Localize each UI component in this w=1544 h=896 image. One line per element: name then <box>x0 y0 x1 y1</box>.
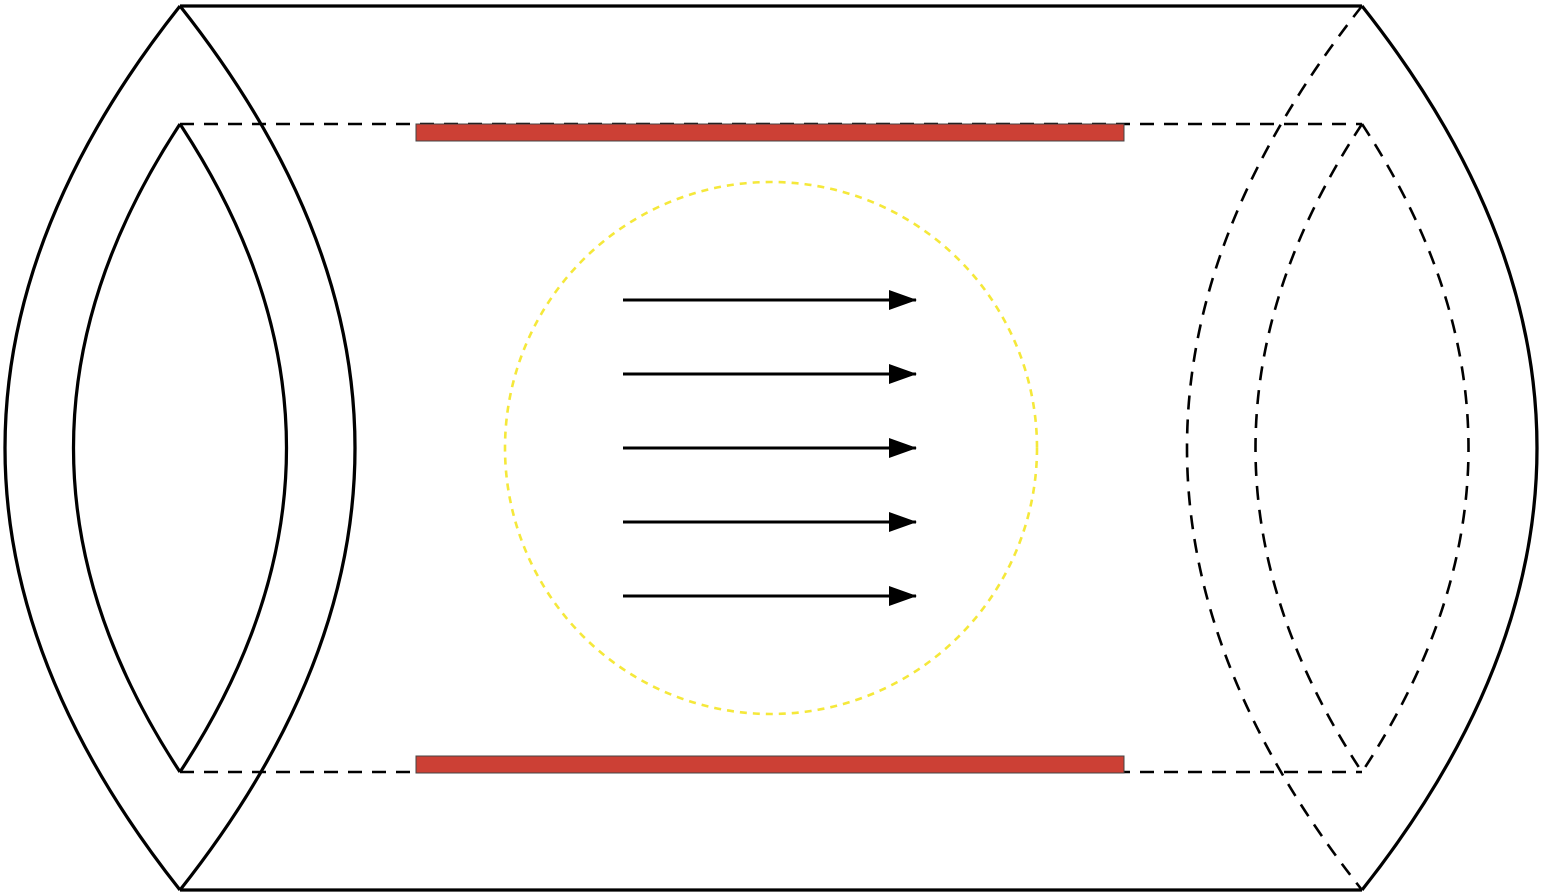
right-inner-lens-outer-arc <box>1254 123 1364 773</box>
right-inner-lens-inner-arc <box>1360 123 1470 773</box>
left-inner-lens-inner-arc <box>178 123 289 773</box>
top-plate <box>415 123 1125 142</box>
right-outer-lens-hidden-arc <box>1185 5 1364 891</box>
left-outer-lens-inner-arc <box>178 5 357 891</box>
left-outer-lens-outer-arc <box>3 5 182 891</box>
region-circle <box>503 180 1039 716</box>
left-inner-lens-outer-arc <box>71 123 182 773</box>
right-outer-lens-outer-arc <box>1360 5 1539 891</box>
bottom-plate <box>415 755 1125 774</box>
field-arrows <box>623 290 917 606</box>
